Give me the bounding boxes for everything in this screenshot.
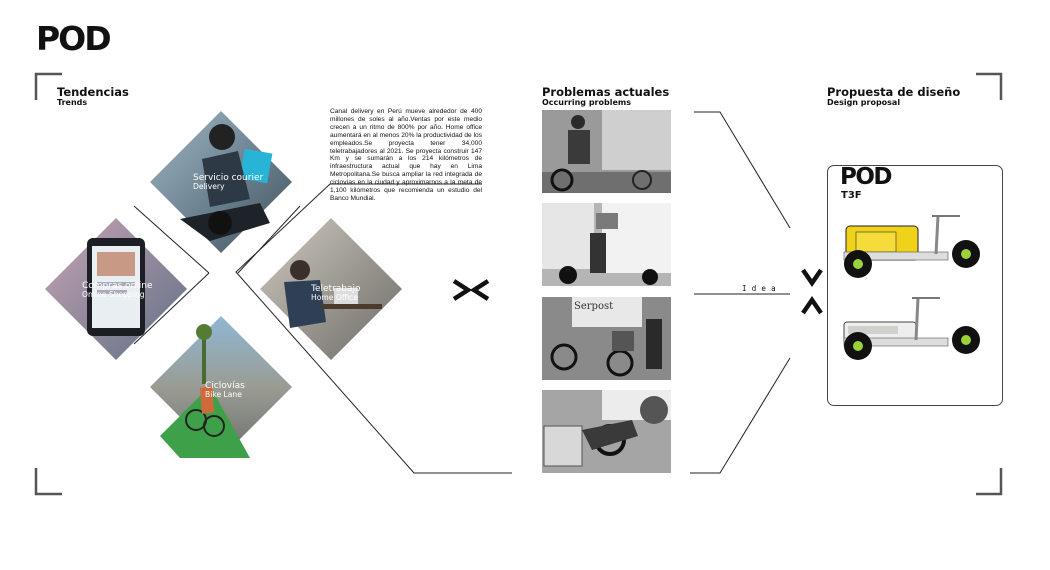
proposal-logo: POD xyxy=(840,164,893,190)
connector-left xyxy=(235,183,512,474)
cargo-bike-render-yellow xyxy=(843,215,980,278)
idea-label: Idea xyxy=(742,284,781,293)
problem-photo-truck-unloading xyxy=(542,203,671,286)
connector-top xyxy=(694,111,791,229)
frame-corner-bottom-right xyxy=(976,468,1003,496)
problem-photo-accident xyxy=(542,390,671,473)
trend-diamond-online-shopping xyxy=(45,218,187,360)
frame-corner-top-left xyxy=(34,72,62,100)
divider-line xyxy=(133,272,210,345)
proposal-card xyxy=(827,165,1003,406)
trends-title: Tendencias xyxy=(57,85,129,99)
proposal-subtitle: Design proposal xyxy=(827,98,901,107)
trend-diamond-home-office xyxy=(260,218,402,360)
problems-title: Problemas actuales xyxy=(542,85,670,99)
cargo-bike-render-white xyxy=(843,297,980,360)
problems-subtitle: Occurring problems xyxy=(542,98,631,107)
vertical-arrow-icon xyxy=(801,268,823,315)
frame-corner-bottom-left xyxy=(34,468,62,496)
brand-logo: POD xyxy=(36,19,112,58)
trends-subtitle: Trends xyxy=(57,98,88,107)
connector-bottom xyxy=(690,357,791,474)
problem-photo-motorbikes: Serpost xyxy=(542,297,671,380)
divider-line xyxy=(237,205,301,274)
proposal-title: Propuesta de diseño xyxy=(827,85,961,99)
trend-diamond-delivery xyxy=(150,111,292,253)
svg-text:Serpost: Serpost xyxy=(574,301,613,312)
frame-corner-top-right xyxy=(976,72,1003,100)
divider-line xyxy=(133,205,210,274)
proposal-model-name: T3F xyxy=(841,190,862,201)
converge-arrow-icon xyxy=(452,279,490,301)
trend-diamond-bike-lane xyxy=(150,316,292,458)
problem-photo-delivery-rider xyxy=(542,110,671,193)
stats-paragraph: Canal delivery en Perú mueve alrededor d… xyxy=(330,108,482,202)
